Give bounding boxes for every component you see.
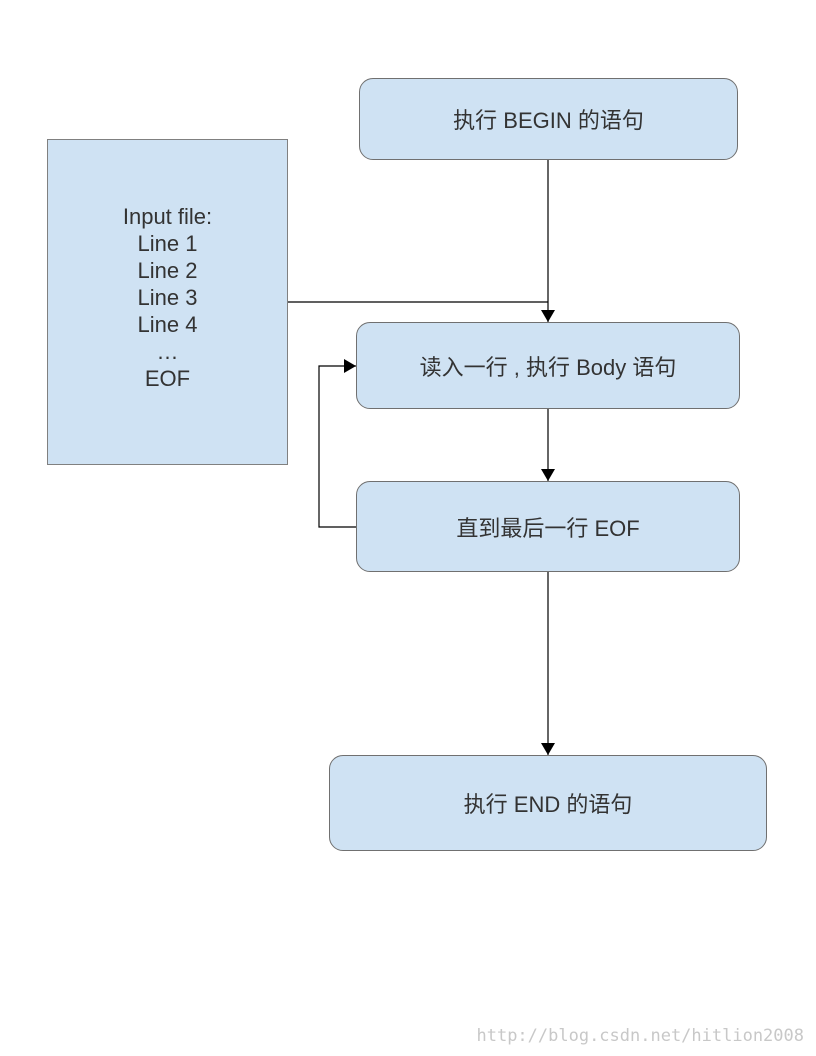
input-line-ellipsis: … bbox=[156, 338, 179, 364]
watermark-url: http://blog.csdn.net/hitlion2008 bbox=[476, 1026, 804, 1046]
input-file-box: Input file: Line 1 Line 2 Line 3 Line 4 … bbox=[47, 139, 288, 465]
input-line-4: Line 4 bbox=[137, 311, 198, 337]
until-eof-block-label: 直到最后一行 EOF bbox=[456, 515, 640, 541]
input-line-1: Line 1 bbox=[137, 230, 198, 256]
read-line-block: 读入一行 , 执行 Body 语句 bbox=[356, 322, 740, 409]
input-line-2: Line 2 bbox=[137, 257, 198, 283]
end-block: 执行 END 的语句 bbox=[329, 755, 767, 851]
input-line-3: Line 3 bbox=[137, 284, 198, 310]
begin-block-label: 执行 BEGIN 的语句 bbox=[453, 108, 644, 133]
input-line-eof: EOF bbox=[144, 365, 191, 391]
begin-block: 执行 BEGIN 的语句 bbox=[359, 78, 738, 160]
loop-arrow-until-to-read bbox=[318, 359, 356, 528]
read-line-block-label: 读入一行 , 执行 Body 语句 bbox=[419, 354, 677, 380]
input-file-title: Input file: bbox=[122, 203, 213, 229]
end-block-label: 执行 END 的语句 bbox=[463, 792, 633, 817]
until-eof-block: 直到最后一行 EOF bbox=[356, 481, 740, 572]
